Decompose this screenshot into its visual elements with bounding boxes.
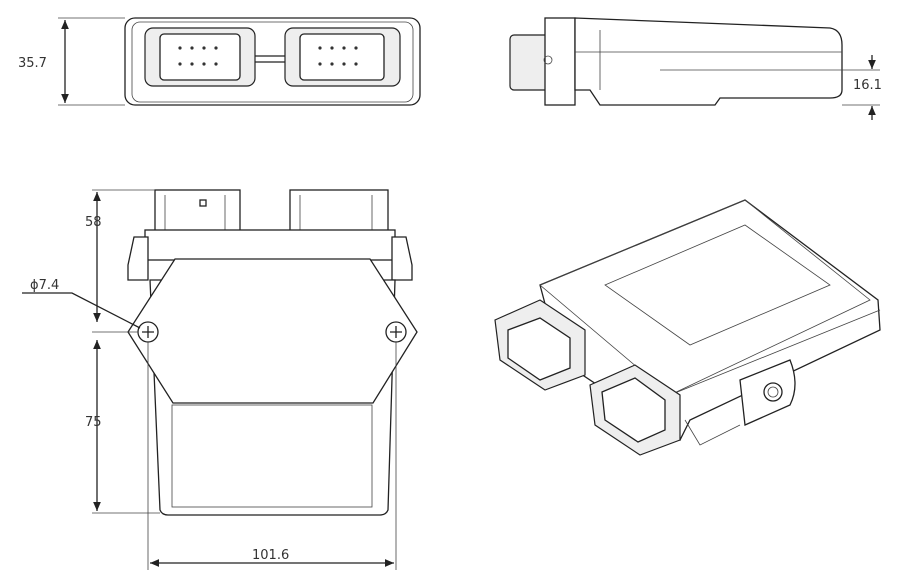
dim-height-side: 16.1: [853, 78, 882, 93]
dim-hole-diameter: ϕ7.4: [30, 278, 59, 293]
front-view: [58, 17, 421, 106]
isometric-view: [494, 199, 881, 456]
dim-hole-spacing: 101.6: [252, 548, 289, 563]
dim-connector-to-hole: 58: [85, 215, 102, 230]
dim-height-front: 35.7: [18, 56, 47, 71]
dim-hole-to-bottom: 75: [85, 415, 102, 430]
top-view: [22, 189, 418, 570]
side-view: [509, 17, 880, 120]
